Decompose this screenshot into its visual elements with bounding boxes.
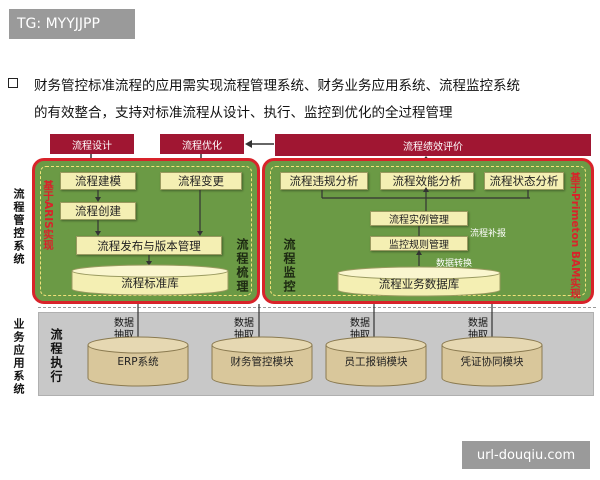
watermark-badge: url-douqiu.com xyxy=(462,441,590,469)
data-extract-label-3: 数据抽取 xyxy=(350,318,370,341)
efficiency-analysis-box: 流程效能分析 xyxy=(380,172,474,190)
rule-management-box: 监控规则管理 xyxy=(370,236,468,251)
data-extract-label-1: 数据抽取 xyxy=(114,318,134,341)
erp-system-label: ERP系统 xyxy=(117,355,159,368)
business-database-label: 流程业务数据库 xyxy=(378,277,460,291)
tag-badge: TG: MYYJJPP xyxy=(9,9,135,39)
aris-label: 基于ARIS实现 xyxy=(42,180,54,250)
business-database-cylinder xyxy=(337,266,501,297)
data-extract-label-4: 数据抽取 xyxy=(468,318,488,341)
process-execution-label: 流程执行 xyxy=(49,328,63,384)
expense-module-cylinder xyxy=(325,336,427,387)
instance-management-box: 流程实例管理 xyxy=(370,211,468,226)
expense-module-label: 员工报销模块 xyxy=(344,355,408,368)
finance-control-label: 财务管控模块 xyxy=(230,355,294,368)
supplement-label: 流程补报 xyxy=(470,229,507,239)
control-system-label: 流程管控系统 xyxy=(12,188,25,266)
process-modeling-box: 流程建模 xyxy=(60,172,136,190)
data-extract-label-2: 数据抽取 xyxy=(234,318,254,341)
primeton-bam-label: 基于Primeton BAM实现 xyxy=(569,172,581,299)
section-divider xyxy=(38,307,596,308)
compliance-analysis-box: 流程违规分析 xyxy=(280,172,368,190)
description-line-2: 的有效整合，支持对标准流程从设计、执行、监控到优化的全过程管理 xyxy=(34,105,453,121)
standard-library-cylinder xyxy=(71,264,229,296)
voucher-module-label: 凭证协同模块 xyxy=(460,355,524,368)
finance-control-cylinder xyxy=(211,336,313,387)
voucher-module-cylinder xyxy=(441,336,543,387)
description-line-1: 财务管控标准流程的应用需实现流程管理系统、财务业务应用系统、流程监控系统 xyxy=(34,78,520,94)
inner-dashed-frame xyxy=(40,166,252,296)
data-conversion-label: 数据转换 xyxy=(436,259,473,269)
process-evaluation-box: 流程绩效评价 xyxy=(275,134,591,156)
business-system-label: 业务应用系统 xyxy=(12,318,25,396)
left-arrow-icon xyxy=(245,140,274,148)
process-change-box: 流程变更 xyxy=(160,172,242,190)
process-optimize-box: 流程优化 xyxy=(160,134,244,154)
process-monitoring-label: 流程监控 xyxy=(282,238,296,294)
bullet-icon xyxy=(8,78,18,88)
erp-system-cylinder xyxy=(87,336,189,387)
status-analysis-box: 流程状态分析 xyxy=(484,172,564,190)
process-create-box: 流程创建 xyxy=(60,202,136,220)
process-design-box: 流程设计 xyxy=(50,134,134,154)
standard-library-label: 流程标准库 xyxy=(121,276,179,290)
process-sorting-label: 流程梳理 xyxy=(235,238,249,294)
publish-version-box: 流程发布与版本管理 xyxy=(76,236,222,255)
